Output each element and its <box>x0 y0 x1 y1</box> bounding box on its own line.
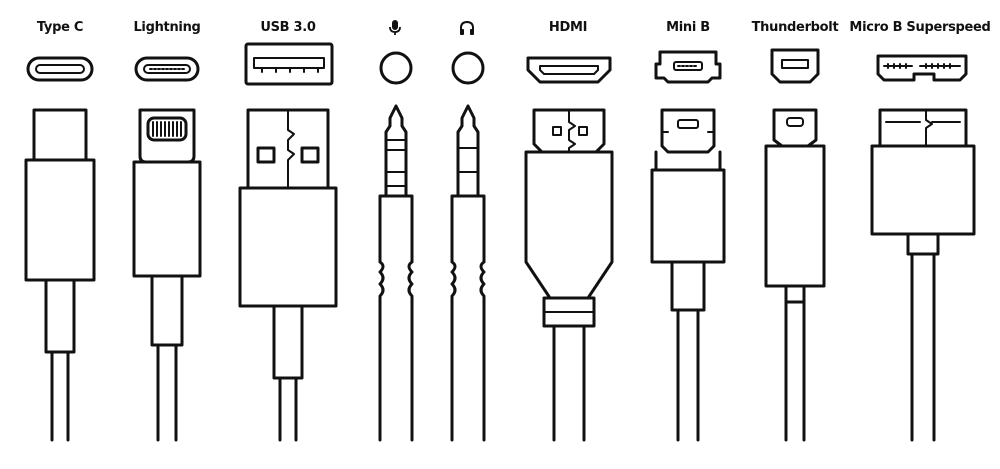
thunderbolt-port-icon <box>770 48 820 84</box>
mini-b-port-icon <box>654 50 722 84</box>
lightning-plug <box>132 108 202 442</box>
mic-jack-plug <box>378 104 414 442</box>
label-type-c: Type C <box>36 20 84 35</box>
headphones-icon <box>459 20 475 40</box>
hdmi-port-icon <box>526 56 612 84</box>
hdmi-plug <box>524 108 614 442</box>
headphone-jack-plug <box>450 104 486 442</box>
mini-b-plug <box>650 108 726 442</box>
headphone-jack-port-icon <box>451 51 485 85</box>
microphone-icon <box>388 20 402 40</box>
usb-3-plug <box>238 108 338 442</box>
lightning-port-icon <box>134 56 200 82</box>
label-hdmi: HDMI <box>548 20 588 35</box>
label-thunderbolt: Thunderbolt <box>751 20 839 35</box>
label-lightning: Lightning <box>133 20 201 35</box>
label-micro-b-superspeed: Micro B Superspeed <box>849 20 991 35</box>
type-c-port-icon <box>26 56 94 82</box>
thunderbolt-plug <box>764 108 826 442</box>
mic-jack-port-icon <box>379 51 413 85</box>
usb-3-port-icon <box>244 42 334 86</box>
label-mini-b: Mini B <box>666 20 710 35</box>
type-c-plug <box>24 108 96 442</box>
label-usb-3: USB 3.0 <box>260 20 316 35</box>
micro-b-superspeed-plug <box>870 108 976 442</box>
micro-b-superspeed-port-icon <box>876 54 968 82</box>
